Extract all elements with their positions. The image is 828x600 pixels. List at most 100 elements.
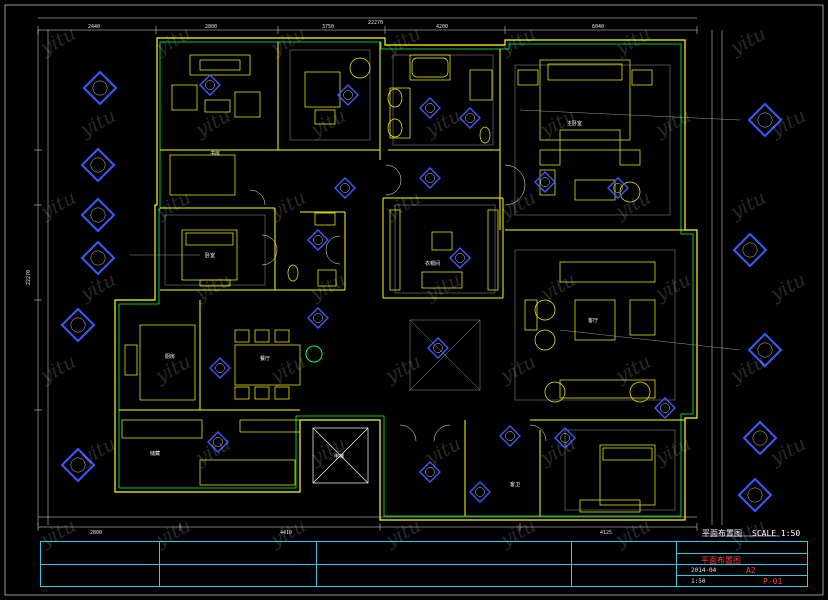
callout-circle-icon bbox=[215, 363, 225, 373]
room-labels: 书房 衣帽间 主卧室 客厅 厨房 餐厅 储藏 卧室 客卫 电梯 bbox=[150, 120, 598, 488]
callout-circle-icon bbox=[455, 253, 465, 263]
callout-circle-icon bbox=[425, 467, 435, 477]
sheet-title: 平面布置图 bbox=[701, 556, 741, 565]
callout-circle-icon bbox=[752, 430, 768, 446]
svg-text:餐厅: 餐厅 bbox=[260, 355, 270, 362]
callout-diamond-icon bbox=[747, 102, 783, 138]
svg-text:22270: 22270 bbox=[26, 270, 32, 285]
callout-diamond-icon bbox=[499, 425, 521, 447]
dining-furniture bbox=[234, 329, 301, 433]
callout-diamond-icon bbox=[737, 477, 773, 513]
callout-diamond-icon bbox=[307, 307, 329, 329]
closet-furniture bbox=[389, 209, 499, 291]
svg-text:电梯: 电梯 bbox=[334, 453, 344, 460]
svg-text:客厅: 客厅 bbox=[588, 317, 598, 324]
sheet-date: 2014-04 bbox=[691, 567, 717, 574]
svg-text:4200: 4200 bbox=[436, 24, 448, 30]
svg-text:22270: 22270 bbox=[368, 20, 383, 26]
callout-circle-icon bbox=[757, 112, 773, 128]
callout-diamond-icon bbox=[307, 229, 329, 251]
callout-diamond-icon bbox=[554, 427, 576, 449]
callout-circle-icon bbox=[313, 313, 323, 323]
callout-diamond-icon bbox=[80, 147, 116, 183]
svg-text:衣帽间: 衣帽间 bbox=[425, 260, 440, 267]
sheet-scale: 1:50 bbox=[691, 578, 706, 585]
callout-diamond-icon bbox=[207, 431, 229, 453]
callout-circle-icon bbox=[425, 173, 435, 183]
interior-walls bbox=[119, 42, 693, 516]
callout-circle-icon bbox=[343, 90, 353, 100]
callout-circle-icon bbox=[425, 103, 435, 113]
svg-text:书房: 书房 bbox=[210, 150, 220, 157]
callout-diamond-icon bbox=[80, 197, 116, 233]
callout-circle-icon bbox=[465, 113, 475, 123]
callout-circle-icon bbox=[613, 183, 623, 193]
svg-text:卧室: 卧室 bbox=[205, 252, 215, 259]
callout-circle-icon bbox=[475, 487, 485, 497]
callout-circle-icon bbox=[340, 183, 350, 193]
svg-text:4125: 4125 bbox=[600, 530, 612, 536]
callout-diamond-icon bbox=[60, 447, 96, 483]
svg-text:6040: 6040 bbox=[592, 24, 604, 30]
callout-diamond-icon bbox=[419, 461, 441, 483]
callout-diamond-icon bbox=[732, 232, 768, 268]
office-furniture bbox=[304, 57, 371, 125]
callout-diamond-icon bbox=[419, 97, 441, 119]
callout-circle-icon bbox=[660, 403, 670, 413]
callout-circle-icon bbox=[560, 433, 570, 443]
kitchen-furniture bbox=[121, 324, 296, 486]
callout-diamond-icon bbox=[469, 481, 491, 503]
callout-diamond-icon bbox=[80, 240, 116, 276]
living-room-furniture bbox=[524, 261, 656, 403]
callout-circle-icon bbox=[742, 242, 758, 258]
callout-diamond-icon bbox=[607, 177, 629, 199]
callout-circle-icon bbox=[205, 80, 215, 90]
svg-text:2440: 2440 bbox=[88, 24, 100, 30]
dimension-texts: 22270 2440 2800 3750 4200 6040 2800 4410… bbox=[26, 20, 612, 536]
master-bedroom-furniture bbox=[517, 59, 653, 203]
dimension-lines bbox=[34, 17, 723, 531]
study-furniture bbox=[169, 54, 261, 196]
svg-text:3750: 3750 bbox=[322, 24, 334, 30]
callout-diamond-icon bbox=[419, 167, 441, 189]
svg-text:2800: 2800 bbox=[205, 24, 217, 30]
callout-diamond-icon bbox=[60, 307, 96, 343]
callout-circle-icon bbox=[90, 157, 106, 173]
callout-circle-icon bbox=[90, 207, 106, 223]
svg-text:2800: 2800 bbox=[90, 530, 102, 536]
callout-circle-icon bbox=[70, 457, 86, 473]
callout-circle-icon bbox=[757, 342, 773, 358]
callout-circle-icon bbox=[70, 317, 86, 333]
callout-circle-icon bbox=[540, 177, 550, 187]
svg-text:储藏: 储藏 bbox=[150, 450, 160, 457]
callout-diamond-icon bbox=[747, 332, 783, 368]
sheet-frame bbox=[4, 4, 824, 596]
callout-circle-icon bbox=[213, 437, 223, 447]
door-swings bbox=[249, 164, 547, 442]
sheet-number: P-01 bbox=[763, 577, 783, 586]
exterior-walls bbox=[114, 37, 698, 521]
plant-icon bbox=[305, 345, 323, 363]
callout-diamond-icon bbox=[337, 84, 359, 106]
callout-circle-icon bbox=[505, 431, 515, 441]
callout-diamond-icon bbox=[209, 357, 231, 379]
sheet-size: A2 bbox=[746, 566, 756, 575]
svg-text:主卧室: 主卧室 bbox=[567, 120, 582, 127]
svg-text:客卫: 客卫 bbox=[510, 481, 520, 488]
callout-circle-icon bbox=[92, 80, 108, 96]
svg-text:4410: 4410 bbox=[280, 530, 292, 536]
elevator-symbol bbox=[312, 427, 369, 484]
callout-circle-icon bbox=[433, 343, 443, 353]
callout-diamond-icon bbox=[449, 247, 471, 269]
callout-diamond-icon bbox=[459, 107, 481, 129]
bathroom-fixtures bbox=[387, 54, 493, 144]
svg-text:厨房: 厨房 bbox=[165, 353, 175, 360]
guest-bedroom-furniture bbox=[579, 444, 656, 513]
callout-circle-icon bbox=[313, 235, 323, 245]
callout-circle-icon bbox=[90, 250, 106, 266]
callout-circle-icon bbox=[747, 487, 763, 503]
material-callout-symbols bbox=[60, 70, 783, 513]
title-block: 平面布置图 2014-04 A2 1:50 P-01 bbox=[40, 541, 808, 587]
